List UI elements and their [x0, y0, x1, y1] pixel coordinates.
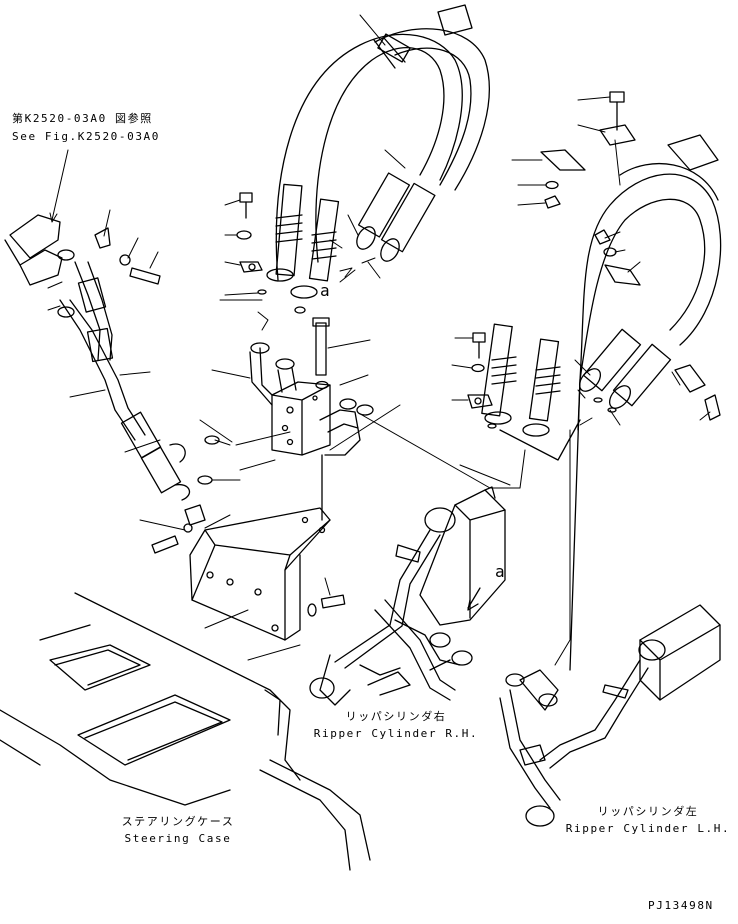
- mounting-bracket: [189, 507, 346, 641]
- reference-label-jp: 第K2520-03A0 図参照: [12, 112, 153, 125]
- ripper-cylinder-lh: [499, 604, 721, 827]
- ripper-rh-label-jp: リッパシリンダ右: [345, 710, 447, 723]
- leader-lines-right: [451, 96, 711, 426]
- leader-lines-bracket: [204, 577, 331, 661]
- steering-case-label-jp: ステアリングケース: [121, 815, 235, 828]
- drawing-code: PJ13498N: [648, 899, 714, 912]
- reference-label-en: See Fig.K2520-03A0: [12, 130, 161, 143]
- left-hose-assembly: [4, 214, 220, 554]
- leader-lines-center: [199, 299, 526, 529]
- ripper-rh-label-en: Ripper Cylinder R.H.: [313, 727, 479, 740]
- valve-block: [249, 317, 374, 521]
- leader-lines-left: [47, 149, 241, 531]
- ripper-lh-label-en: Ripper Cylinder L.H.: [565, 822, 731, 835]
- view-marker-a-top: a: [320, 281, 330, 300]
- top-fasteners: [236, 192, 306, 314]
- steering-case: [0, 592, 371, 871]
- top-hose-loop: [266, 4, 490, 299]
- right-hose-loop: [467, 91, 722, 671]
- view-marker-a-cylinder: a: [495, 562, 505, 581]
- steering-case-label-en: Steering Case: [124, 832, 232, 845]
- ripper-lh-label-jp: リッパシリンダ左: [597, 805, 699, 818]
- guide-lines: [459, 429, 571, 666]
- leader-lines-top: [224, 14, 406, 296]
- ripper-cylinder-rh: [309, 486, 506, 706]
